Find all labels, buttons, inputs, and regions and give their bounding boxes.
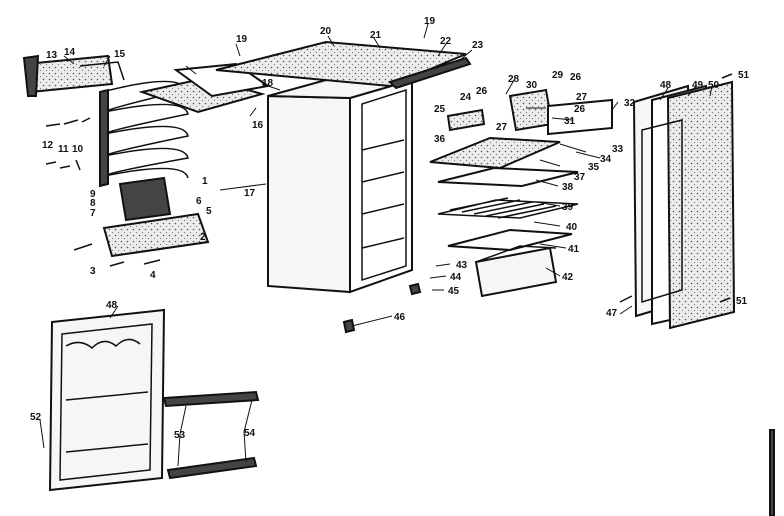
callout-20: 20 [320, 26, 332, 37]
part-36-freezer-shelf [429, 136, 561, 170]
callout-29: 29 [552, 70, 564, 81]
callout-51b: 51 [736, 296, 748, 307]
callout-12: 12 [42, 140, 54, 151]
part-54-door-rack [166, 456, 258, 480]
part-51-screw-bottom [719, 297, 731, 303]
parts-artwork [22, 40, 775, 516]
callout-48b: 48 [106, 300, 118, 311]
scale-bar [769, 429, 775, 516]
callout-21: 21 [370, 30, 382, 41]
callout-49: 49 [692, 80, 704, 91]
part-14-tray [24, 54, 114, 94]
part-48-door-liner [48, 308, 166, 492]
callout-13: 13 [46, 50, 58, 61]
callout-51a: 51 [738, 70, 750, 81]
part-30-control-housing [508, 88, 554, 132]
callout-34: 34 [600, 154, 612, 165]
part-53-door-rack [162, 390, 260, 408]
callout-46: 46 [394, 312, 406, 323]
callout-10: 10 [72, 144, 84, 155]
callout-6: 6 [196, 196, 202, 207]
callout-17: 17 [244, 188, 256, 199]
callout-50: 50 [708, 80, 720, 91]
leader-lines [39, 23, 713, 467]
part-47-screw [619, 295, 633, 303]
part-21-top-panel [215, 40, 467, 88]
part-15-tray-lid [79, 61, 125, 81]
part-45-screw [408, 282, 422, 296]
part-37-shelf [437, 166, 579, 188]
callout-45: 45 [448, 286, 460, 297]
callout-41: 41 [568, 244, 580, 255]
callout-11: 11 [58, 144, 69, 155]
callout-35: 35 [588, 162, 600, 173]
callout-22: 22 [440, 36, 452, 47]
callout-5: 5 [206, 206, 212, 217]
callout-48a: 48 [660, 80, 672, 91]
callout-27b: 27 [576, 92, 588, 103]
part-40-glass-shelf [447, 228, 573, 252]
callout-27a: 27 [496, 122, 508, 133]
callout-44: 44 [450, 272, 462, 283]
callout-39: 39 [562, 202, 574, 213]
part-17-cabinet [267, 78, 413, 294]
callout-23: 23 [472, 40, 484, 51]
part-24-bracket [446, 108, 486, 132]
callout-54: 54 [244, 428, 256, 439]
part-42-crisper-drawer [474, 246, 558, 298]
part-22-trim [388, 56, 472, 90]
callout-28: 28 [508, 74, 520, 85]
callout-19b: 19 [424, 16, 436, 27]
callout-25: 25 [434, 104, 446, 115]
callout-40: 40 [566, 222, 578, 233]
callout-43: 43 [456, 260, 468, 271]
callout-38: 38 [562, 182, 574, 193]
callout-2: 2 [200, 232, 206, 243]
callout-47: 47 [606, 308, 618, 319]
left-fasteners [45, 117, 161, 267]
callout-15: 15 [114, 49, 126, 60]
compressor-bracket [102, 212, 210, 258]
callout-labels: 1 2 3 4 5 6 7 8 9 10 11 12 13 14 15 16 1… [30, 16, 750, 441]
callout-16: 16 [252, 120, 264, 131]
part-39-wire-shelf [437, 197, 579, 219]
callout-52: 52 [30, 412, 42, 423]
callout-31: 31 [564, 116, 576, 127]
callout-30: 30 [526, 80, 538, 91]
part-13-clip [22, 54, 40, 97]
callout-1: 1 [202, 176, 208, 187]
callout-8: 8 [90, 198, 96, 209]
part-32-control-rail [547, 98, 613, 136]
callout-33: 33 [612, 144, 624, 155]
callout-26c: 26 [574, 104, 586, 115]
part-46-leveling-leg [342, 318, 356, 334]
callout-4: 4 [150, 270, 156, 281]
callout-19a: 19 [236, 34, 248, 45]
door-assembly [632, 80, 736, 330]
compressor-body [118, 176, 172, 222]
callout-36: 36 [434, 134, 446, 145]
callout-26b: 26 [570, 72, 582, 83]
callout-26a: 26 [476, 86, 488, 97]
callout-24: 24 [460, 92, 472, 103]
callout-53: 53 [174, 430, 186, 441]
callout-18: 18 [262, 78, 274, 89]
callout-42: 42 [562, 272, 574, 283]
part-51-screw-top [721, 73, 733, 79]
callout-7: 7 [90, 208, 96, 219]
callout-3: 3 [90, 266, 96, 277]
evaporator-coil [99, 80, 189, 188]
callout-9: 9 [90, 189, 96, 200]
callout-37: 37 [574, 172, 586, 183]
callout-32: 32 [624, 98, 636, 109]
callout-14: 14 [64, 47, 76, 58]
